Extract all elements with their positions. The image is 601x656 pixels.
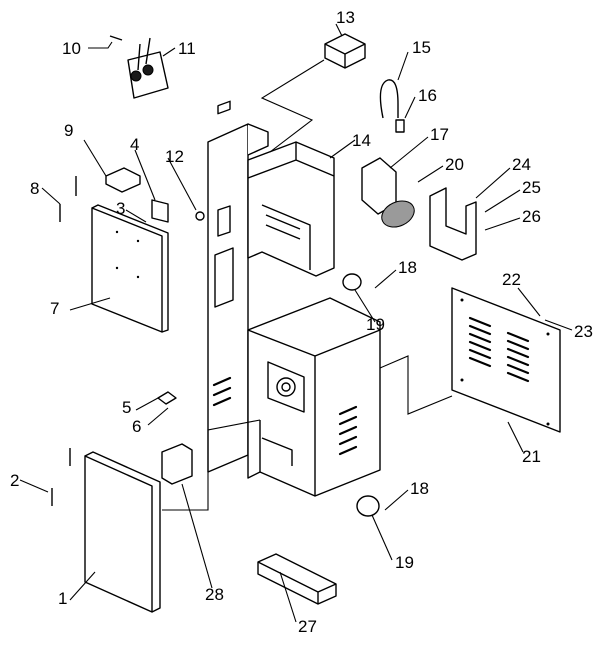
leader-lines: [19, 23, 573, 623]
callout-25: 25: [522, 178, 541, 197]
callout-11: 11: [178, 39, 196, 58]
callout-22: 22: [502, 270, 521, 289]
callout-15: 15: [412, 38, 431, 57]
callout-27: 27: [298, 617, 317, 636]
callout-12: 12: [165, 147, 184, 166]
callout-13: 13: [336, 8, 355, 27]
callout-8: 8: [30, 179, 39, 198]
callout-16: 16: [418, 86, 437, 105]
lower-door: [84, 451, 161, 613]
callout-20: 20: [445, 155, 464, 174]
callout-9: 9: [64, 121, 73, 140]
callout-19-lower: 19: [395, 553, 414, 572]
small-components: [51, 33, 477, 605]
callout-24: 24: [512, 155, 531, 174]
callout-5: 5: [122, 398, 131, 417]
callout-18-upper: 18: [398, 258, 417, 277]
callout-6: 6: [132, 417, 141, 436]
callout-26: 26: [522, 207, 541, 226]
callout-18-lower: 18: [410, 479, 429, 498]
side-panel: [451, 287, 561, 433]
callout-1: 1: [58, 589, 67, 608]
callout-2: 2: [10, 471, 19, 490]
callout-7: 7: [50, 299, 59, 318]
callout-19-upper: 19: [366, 315, 385, 334]
callout-labels: 1 2 3 4 5 6 7 8 9 10 11 12 13 14 15 16 1…: [10, 8, 593, 636]
callout-23: 23: [574, 322, 593, 341]
upper-door: [91, 204, 169, 333]
callout-3: 3: [116, 199, 125, 218]
callout-17: 17: [430, 125, 449, 144]
callout-4: 4: [130, 135, 139, 154]
callout-14: 14: [352, 131, 371, 150]
main-cabinet: [207, 100, 381, 497]
callout-28: 28: [205, 585, 224, 604]
callout-10: 10: [62, 39, 81, 58]
callout-21: 21: [522, 447, 541, 466]
